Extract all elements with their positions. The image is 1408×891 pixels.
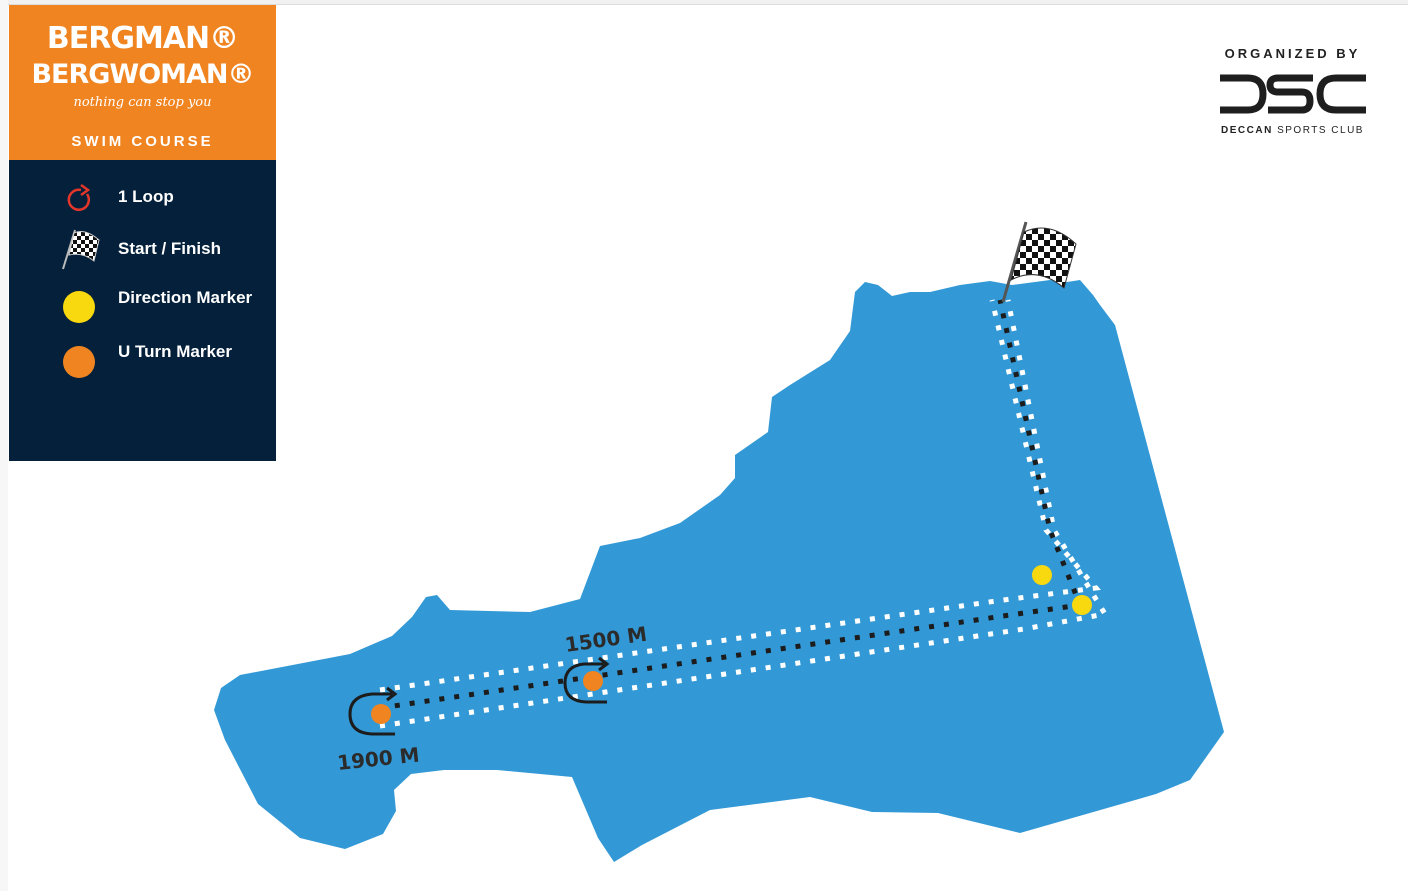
top-border <box>0 0 1408 5</box>
loop-arrow-icon <box>61 182 97 218</box>
water-body <box>214 280 1224 862</box>
organizer-name-bold: DECCAN <box>1221 125 1273 136</box>
organizer-name: DECCAN SPORTS CLUB <box>1210 125 1375 136</box>
course-outer-line <box>379 299 1101 693</box>
legend-label-start-finish: Start / Finish <box>118 239 221 258</box>
direction-marker <box>1072 595 1092 615</box>
legend-label-direction-marker: Direction Marker <box>118 288 253 307</box>
left-border <box>0 0 8 891</box>
yellow-dot-icon <box>61 289 97 325</box>
organized-by-label: ORGANIZED BY <box>1224 46 1361 61</box>
u-turn-marker <box>371 704 391 724</box>
direction-marker <box>1032 565 1052 585</box>
brand-line-1: BERGMAN® <box>46 21 239 56</box>
checkered-flag-icon <box>61 228 100 270</box>
orange-dot-icon <box>61 344 97 380</box>
u-turn-marker <box>583 671 603 691</box>
organizer-block: ORGANIZED BY DECCAN SPORTS CLUB <box>1210 46 1375 146</box>
legend-label-u-turn-marker: U Turn Marker <box>118 342 232 361</box>
brand-line-2: BERGWOMAN® <box>31 59 254 90</box>
brand-header: BERGMAN® BERGWOMAN® nothing can stop you… <box>9 5 276 160</box>
u-turn-arrow-1900 <box>348 692 395 736</box>
legend-label-loop: 1 Loop <box>118 187 174 206</box>
u-turn-arrowhead-1900 <box>386 686 398 702</box>
legend-panel: 1 Loop Start / Finish Direction Marker <box>9 160 276 461</box>
dsc-logo <box>1220 74 1366 114</box>
u-turn-arrowhead-1500 <box>598 656 610 672</box>
course-title: SWIM COURSE <box>71 133 214 150</box>
u-turn-arrow-1500 <box>563 662 607 704</box>
organizer-name-rest: SPORTS CLUB <box>1272 125 1364 136</box>
brand-tagline: nothing can stop you <box>73 95 212 110</box>
finish-flag-icon <box>1001 221 1077 303</box>
